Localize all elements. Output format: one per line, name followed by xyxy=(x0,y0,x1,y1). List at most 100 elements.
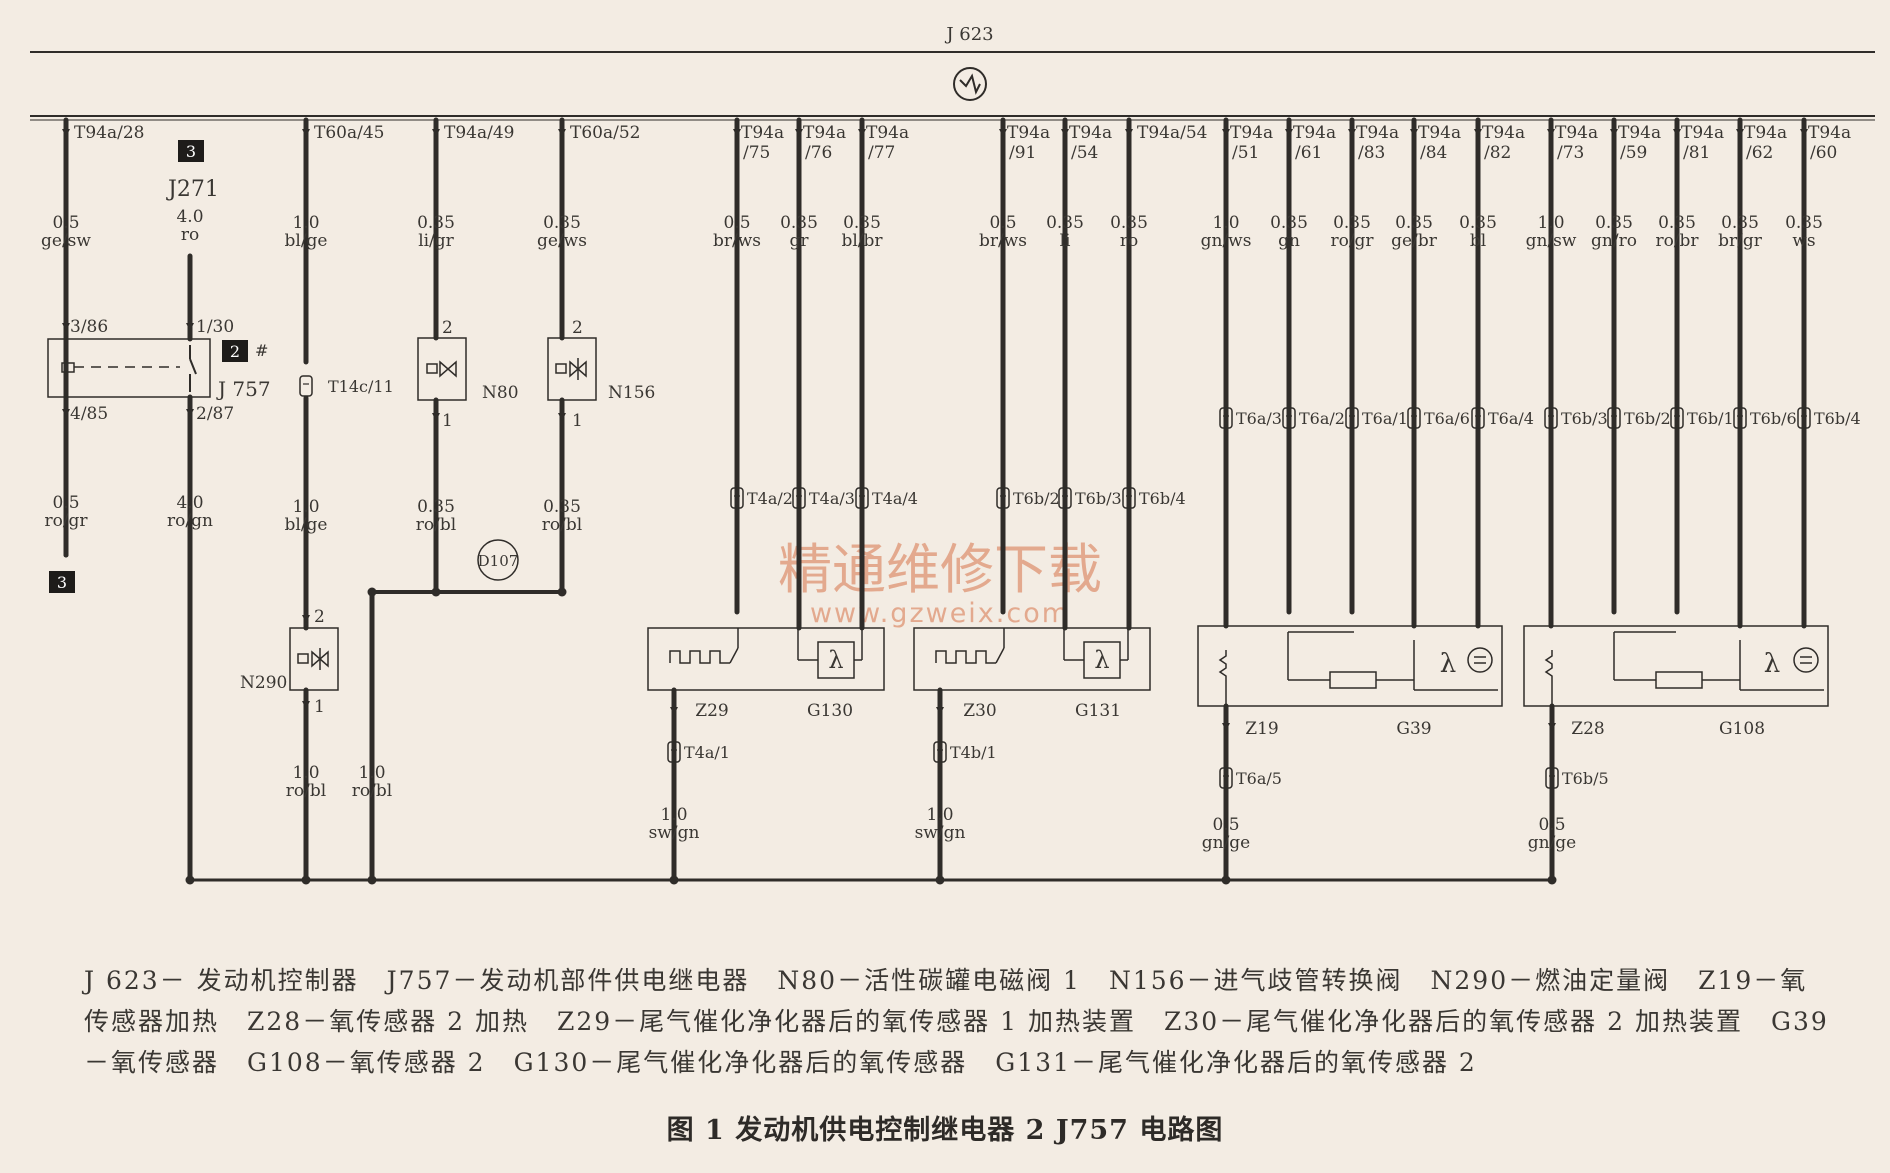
connector-T6b-2-4-label: T6b/2 xyxy=(1013,489,1060,508)
connector-T6a-6-10-label: T6a/6 xyxy=(1424,409,1470,428)
connector-T4a-3-2-label: T4a/3 xyxy=(809,489,855,508)
wire-z19-low-color: gn/ge xyxy=(1202,833,1251,853)
watermark-title: 精通维修下载 xyxy=(778,538,1102,601)
connector-T4a-4-3-symbol xyxy=(855,487,869,509)
wire-d107-low-color: ro/bl xyxy=(352,781,392,801)
wire-w9-size: 0.35 xyxy=(1046,213,1084,233)
wire-w14-arrow xyxy=(1410,129,1418,137)
n290-arrow-bottom xyxy=(302,701,310,709)
wire-w1-color: ge/sw xyxy=(41,231,91,251)
wire-w9-pin-a: T94a xyxy=(1069,123,1112,143)
wire-w8-pin-b: /91 xyxy=(1009,143,1036,163)
heater-z30-label: Z30 xyxy=(963,701,996,721)
wire-w3-low-color: ro/bl xyxy=(416,515,456,535)
sensor-z28-g108: λ xyxy=(1523,625,1829,707)
wire-w2-pin: T60a/45 xyxy=(314,123,384,143)
wire-w12-arrow xyxy=(1285,129,1293,137)
valve-n290 xyxy=(289,627,339,691)
wire-w12-size: 0.35 xyxy=(1270,213,1308,233)
wire-w20-arrow xyxy=(1800,129,1808,137)
connector-T6b-3-12-label: T6b/3 xyxy=(1561,409,1608,428)
connector-T4a-1-17-symbol xyxy=(667,741,681,763)
heater-z19-label: Z19 xyxy=(1245,719,1278,739)
wire-w12-pin-a: T94a xyxy=(1293,123,1336,143)
wire-w3-low-size: 0.35 xyxy=(417,497,455,517)
wire-w10-size: 0.35 xyxy=(1110,213,1148,233)
legend-item: Z19－氧传感器加热 xyxy=(84,966,1808,1036)
wire-w5-size: 0.5 xyxy=(723,213,750,233)
wire-w12-pin-b: /61 xyxy=(1295,143,1322,163)
wire-w14-pin-b: /84 xyxy=(1420,143,1447,163)
connector-T6a-3-7-symbol xyxy=(1219,407,1233,429)
wire-w6-pin-a: T94a xyxy=(803,123,846,143)
wire-w10-color: ro xyxy=(1120,231,1138,251)
wire-w16-pin-b: /73 xyxy=(1557,143,1584,163)
wire-w14-color: ge/br xyxy=(1391,231,1438,251)
relay-j757 xyxy=(47,338,211,398)
wire-d107-low-size: 1.0 xyxy=(358,763,385,783)
wire-j271-color: ro xyxy=(181,225,199,245)
wire-w19-arrow xyxy=(1736,129,1744,137)
legend-item: Z28－氧传感器 2 加热 xyxy=(247,1007,529,1036)
wire-w19-pin-a: T94a xyxy=(1744,123,1787,143)
z30-arrow xyxy=(936,707,944,715)
j271-arrow-bottom xyxy=(186,409,194,417)
svg-text:3: 3 xyxy=(57,573,67,592)
connector-T4a-2-1-symbol xyxy=(730,487,744,509)
wire-w14-size: 0.35 xyxy=(1395,213,1433,233)
wire-w16-arrow xyxy=(1547,129,1555,137)
connector-T6b-1-14-label: T6b/1 xyxy=(1687,409,1734,428)
sensor-z30-g131: λ xyxy=(913,627,1151,691)
wire-w9-arrow xyxy=(1061,129,1069,137)
wire-n290-low-color: ro/bl xyxy=(286,781,326,801)
valve-n156 xyxy=(547,337,597,401)
junction-bus-2 xyxy=(367,875,377,885)
valve-n290-label: N290 xyxy=(240,673,287,693)
ecu-symbol-icon xyxy=(953,67,987,101)
legend-item: G108－氧传感器 2 xyxy=(247,1048,486,1077)
legend-item: J 623－ 发动机控制器 xyxy=(84,966,359,995)
connector-T6b-1-14-symbol xyxy=(1670,407,1684,429)
wire-w7-size: 0.35 xyxy=(843,213,881,233)
wire-z30-low-size: 1.0 xyxy=(926,805,953,825)
relay-pin-85: 4/85 xyxy=(70,404,108,424)
wire-w11-size: 1.0 xyxy=(1212,213,1239,233)
relay-name: J 757 xyxy=(216,377,271,401)
junction-bus-1 xyxy=(301,875,311,885)
valve-n156-pin-bottom: 1 xyxy=(572,411,583,431)
n156-arrow-bottom xyxy=(558,413,566,421)
wire-w8-color: br/ws xyxy=(979,231,1027,251)
wire-w2-mid-color: bl/ge xyxy=(285,515,328,535)
svg-text:λ: λ xyxy=(1094,646,1109,674)
junction-bus-0 xyxy=(185,875,195,885)
valve-n80-label: N80 xyxy=(482,383,519,403)
connector-T4b-1-18-symbol xyxy=(933,741,947,763)
z28-arrow xyxy=(1548,723,1556,731)
wire-w1-low-size: 0.5 xyxy=(52,493,79,513)
wire-w15-pin-a: T94a xyxy=(1482,123,1525,143)
connector-T6b-3-5-symbol xyxy=(1058,487,1072,509)
wire-w18-size: 0.35 xyxy=(1658,213,1696,233)
wire-w5-color: br/ws xyxy=(713,231,761,251)
connector-T6b-5-20-symbol xyxy=(1545,767,1559,789)
wire-j271-low-size: 4.0 xyxy=(176,493,203,513)
watermark-url: www.gzweix.com xyxy=(810,598,1070,629)
relay-pin-30: 1/30 xyxy=(196,317,234,337)
legend-item: J757－发动机部件供电继电器 xyxy=(386,966,750,995)
wire-z28-low-size: 0.5 xyxy=(1538,815,1565,835)
connector-T6b-2-13-label: T6b/2 xyxy=(1624,409,1671,428)
wire-w6-pin-b: /76 xyxy=(805,143,832,163)
wire-z30-low-color: sw/gn xyxy=(915,823,966,843)
wire-w1-arrow xyxy=(62,129,70,137)
wire-w8-pin-a: T94a xyxy=(1007,123,1050,143)
wire-w11-arrow xyxy=(1222,129,1230,137)
wire-w7-pin-a: T94a xyxy=(866,123,909,143)
ref-badge-top: 3 xyxy=(178,140,204,162)
wire-w1-low-color: ro/gr xyxy=(44,511,88,531)
sensor-g39-label: G39 xyxy=(1396,719,1431,739)
relay-coil-arrow-bottom xyxy=(62,409,70,417)
wire-w19-pin-b: /62 xyxy=(1746,143,1773,163)
wire-w18-color: ro/br xyxy=(1655,231,1699,251)
